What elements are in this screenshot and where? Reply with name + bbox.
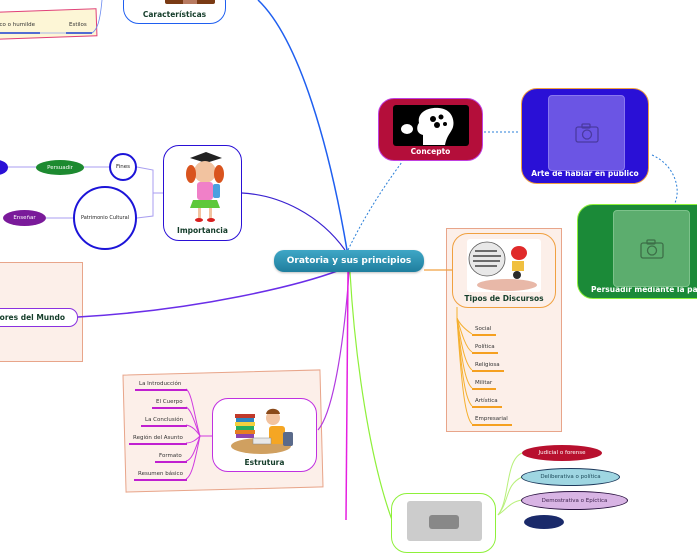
tipo-underline [472,352,498,354]
tipo-underline [472,424,512,426]
student-girl-icon [178,150,228,226]
concepto-label: Concepto [410,147,451,156]
genero-deliberativa-pill[interactable]: Deliberativa o política [521,468,620,486]
partial-blue-pill[interactable] [0,160,8,175]
arte-label: Arte de hablar en publico [531,169,639,178]
oradores-label: dores del Mundo [0,313,65,322]
root-node[interactable]: Oratoria y sus principios [274,250,424,272]
persuadir-palabra-label: Persuadir mediante la pala [591,285,697,294]
tipos-node[interactable]: Tipos de Discursos [452,233,556,308]
estructura-underline [135,389,187,391]
student-books-icon [227,404,299,456]
genero-partial-pill[interactable] [524,515,564,529]
head-gears-icon [393,105,469,146]
root-label: Oratoria y sus principios [286,256,412,266]
caracteristicas-image [165,0,215,4]
estructura-underline [134,479,187,481]
estructura-item[interactable]: La Introducción [139,381,182,387]
patrimonio-node[interactable]: Patrimonio Cultural [73,186,137,250]
persuadir-palabra-node[interactable]: Persuadir mediante la pala [577,204,697,299]
importancia-node[interactable]: Importancia [163,145,242,241]
speech-mouth-icon [467,239,541,292]
estructura-label: Estrutura [244,458,285,467]
estructura-underline [155,461,187,463]
caracteristicas-label: Características [142,10,207,19]
genero-judicial-pill[interactable]: Judicial o forense [522,445,602,461]
importancia-label: Importancia [177,226,228,235]
estructura-item[interactable]: Resumen básico [138,471,183,477]
estructura-item[interactable]: Formato [159,453,182,459]
tipo-underline [472,370,504,372]
camera-placeholder-icon [613,210,690,287]
arte-node[interactable]: Arte de hablar en publico [521,88,649,184]
tipo-underline [472,388,496,390]
tipo-item[interactable]: Social [475,326,492,332]
tipo-underline [472,406,502,408]
estructura-underline [129,443,187,445]
tipo-underline [472,334,496,336]
estructura-item[interactable]: Región del Asunto [133,435,183,441]
tipo-item[interactable]: Política [475,344,495,350]
estructura-underline [141,425,187,427]
estructura-item[interactable]: La Conclusión [145,417,184,423]
estilo-item-humilde[interactable]: ico o humilde [0,22,36,28]
estilos-label[interactable]: Estilos [69,22,87,28]
ensenar-pill[interactable]: Enseñar [3,210,46,226]
persuadir-pill[interactable]: Persuadir [36,160,84,175]
concepto-node[interactable]: Concepto [378,98,483,161]
genero-demostrativa-pill[interactable]: Demostrativa o Epíctica [521,491,628,510]
estructura-item[interactable]: El Cuerpo [156,399,183,405]
estructura-node[interactable]: Estrutura [212,398,317,472]
tipos-label: Tipos de Discursos [464,294,544,303]
fines-node[interactable]: Fines [109,153,137,181]
caracteristicas-node[interactable]: Características [123,0,226,24]
image-placeholder [407,501,482,541]
estructura-underline [152,407,187,409]
camera-placeholder-icon [548,95,625,171]
tipo-item[interactable]: Empresarial [475,416,508,422]
tipo-item[interactable]: Militar [475,380,493,386]
generos-node[interactable] [391,493,496,553]
tipo-item[interactable]: Artística [475,398,498,404]
tipo-item[interactable]: Religiosa [475,362,500,368]
oradores-node[interactable]: dores del Mundo [0,308,78,327]
